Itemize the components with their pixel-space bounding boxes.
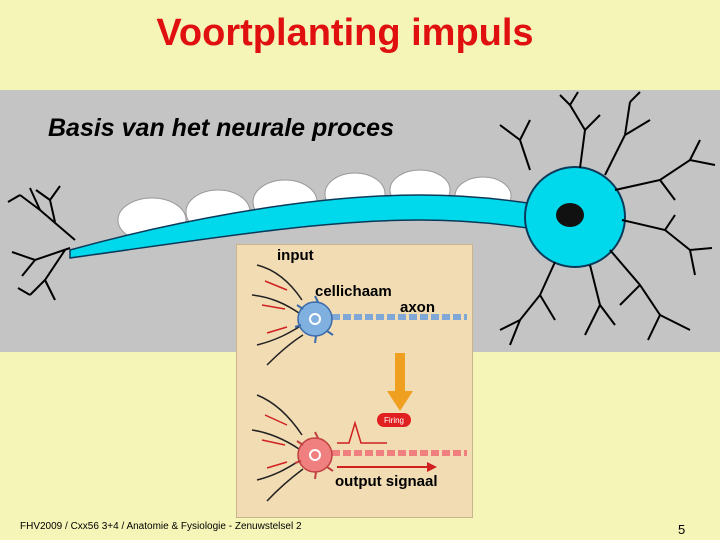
output-arrow-head <box>427 462 437 472</box>
firing-cell-spikes <box>294 431 334 480</box>
left-dendrites <box>7 185 76 301</box>
firing-input-lines <box>251 394 304 502</box>
slide-title: Voortplanting impuls <box>156 12 534 54</box>
firing-cell-body <box>297 437 333 473</box>
neuron-firing-inset: Firing input cellichaam axon output sign… <box>236 244 473 518</box>
resting-cell-body <box>297 301 333 337</box>
label-axon: axon <box>400 299 436 316</box>
action-potential-spike <box>337 420 387 444</box>
neuron-illustration <box>7 91 716 346</box>
firing-diagram: Firing <box>251 264 467 502</box>
resting-neuron <box>251 264 467 366</box>
resting-input-arrows <box>261 280 288 334</box>
right-dendrites <box>499 91 716 346</box>
firing-badge-shape <box>377 413 411 427</box>
resting-cell-spikes <box>294 295 334 344</box>
firing-input-arrows <box>261 414 288 469</box>
resting-nucleus <box>309 313 321 325</box>
firing-nucleus <box>309 449 321 461</box>
page-number: 5 <box>678 522 686 537</box>
label-cell-body: cellichaam <box>315 283 392 300</box>
slide-subtitle: Basis van het neurale proces <box>48 114 394 142</box>
slide-footer: FHV2009 / Cxx56 3+4 / Anatomie & Fysiolo… <box>20 521 302 532</box>
nucleus-shape <box>556 203 584 227</box>
label-input: input <box>277 247 314 264</box>
resting-input-lines <box>251 264 304 366</box>
firing-neuron: Firing <box>251 394 467 502</box>
transition-arrow <box>387 353 413 411</box>
firing-badge-label: Firing <box>384 416 404 425</box>
label-output-signal: output signaal <box>335 473 438 490</box>
